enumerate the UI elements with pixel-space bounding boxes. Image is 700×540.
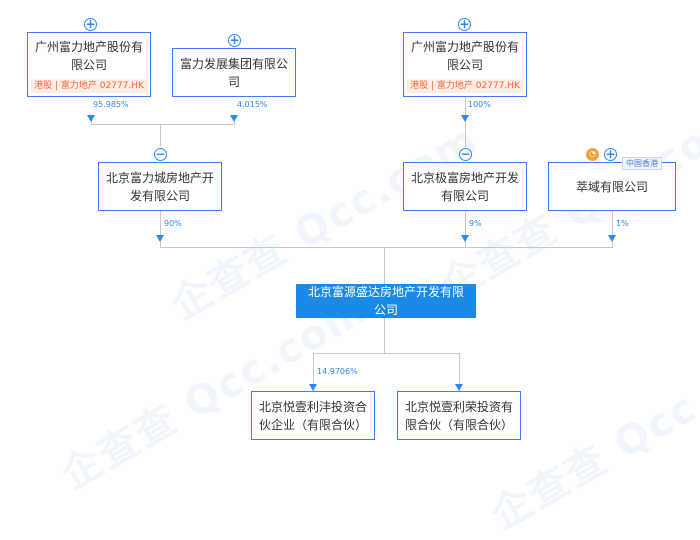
share-percentage: 100% [468,100,491,109]
node-name: 北京富力城房地产开发有限公司 [105,170,214,203]
shareholder-node-beijing-jifu[interactable]: 北京极富房地产开发有限公司 [403,162,527,211]
connector [313,353,314,391]
connector [160,124,161,146]
connector [313,353,460,354]
node-name: 萃域有限公司 [575,179,648,194]
region-badge: 中国香港 [622,157,662,170]
arrow-down-icon [455,384,463,391]
stock-tag: 港股 | 富力地产 02777.HK [407,79,523,93]
connector [91,124,235,125]
connector [384,318,385,354]
arrow-down-icon [156,235,164,242]
history-icon[interactable]: ◔ [586,148,599,161]
focus-company-node[interactable]: 北京富源盛达房地产开发有限公司 [296,284,476,318]
node-name: 北京富源盛达房地产开发有限公司 [307,285,464,317]
share-percentage: 4.015% [237,100,268,109]
node-name: 北京极富房地产开发有限公司 [410,170,519,203]
collapse-button[interactable]: − [154,147,167,161]
expand-button[interactable]: + [84,17,97,31]
expand-button[interactable]: + [604,147,617,161]
share-percentage: 14.9706% [317,367,358,376]
arrow-down-icon [309,384,317,391]
expand-button[interactable]: + [458,17,471,31]
node-name: 富力发展集团有限公司 [179,56,288,89]
arrow-down-icon [461,115,469,122]
connector [160,247,613,248]
connector [160,211,161,247]
share-percentage: 95.985% [93,100,129,109]
arrow-down-icon [87,115,95,122]
share-percentage: 9% [469,219,482,228]
expand-button[interactable]: + [228,33,241,47]
shareholder-node-cuiyu[interactable]: 萃域有限公司 [548,162,676,211]
shareholder-node-beijing-fuli-city[interactable]: 北京富力城房地产开发有限公司 [98,162,222,211]
connector [612,211,613,247]
investment-node-yueyi-lirong[interactable]: 北京悦壹利荣投资有限合伙（有限合伙） [397,391,521,440]
arrow-down-icon [230,115,238,122]
collapse-button[interactable]: − [459,147,472,161]
connector [459,353,460,391]
shareholder-node-guangzhou-rf-right[interactable]: 广州富力地产股份有限公司 港股 | 富力地产 02777.HK [403,32,527,97]
stock-tag: 港股 | 富力地产 02777.HK [31,79,147,93]
arrow-down-icon [461,235,469,242]
connector [465,97,466,147]
node-name: 广州富力地产股份有限公司 [34,40,143,72]
share-percentage: 1% [616,219,629,228]
node-name: 北京悦壹利沣投资合伙企业（有限合伙） [258,399,367,432]
node-name: 北京悦壹利荣投资有限合伙（有限合伙） [404,399,513,432]
arrow-down-icon [608,235,616,242]
shareholder-node-fuli-group[interactable]: 富力发展集团有限公司 [172,48,296,97]
node-name: 广州富力地产股份有限公司 [410,40,519,72]
connector [384,247,385,284]
share-percentage: 90% [164,219,182,228]
shareholder-node-guangzhou-rf-left[interactable]: 广州富力地产股份有限公司 港股 | 富力地产 02777.HK [27,32,151,97]
connector [465,211,466,247]
investment-node-yueyi-lifeng[interactable]: 北京悦壹利沣投资合伙企业（有限合伙） [251,391,375,440]
